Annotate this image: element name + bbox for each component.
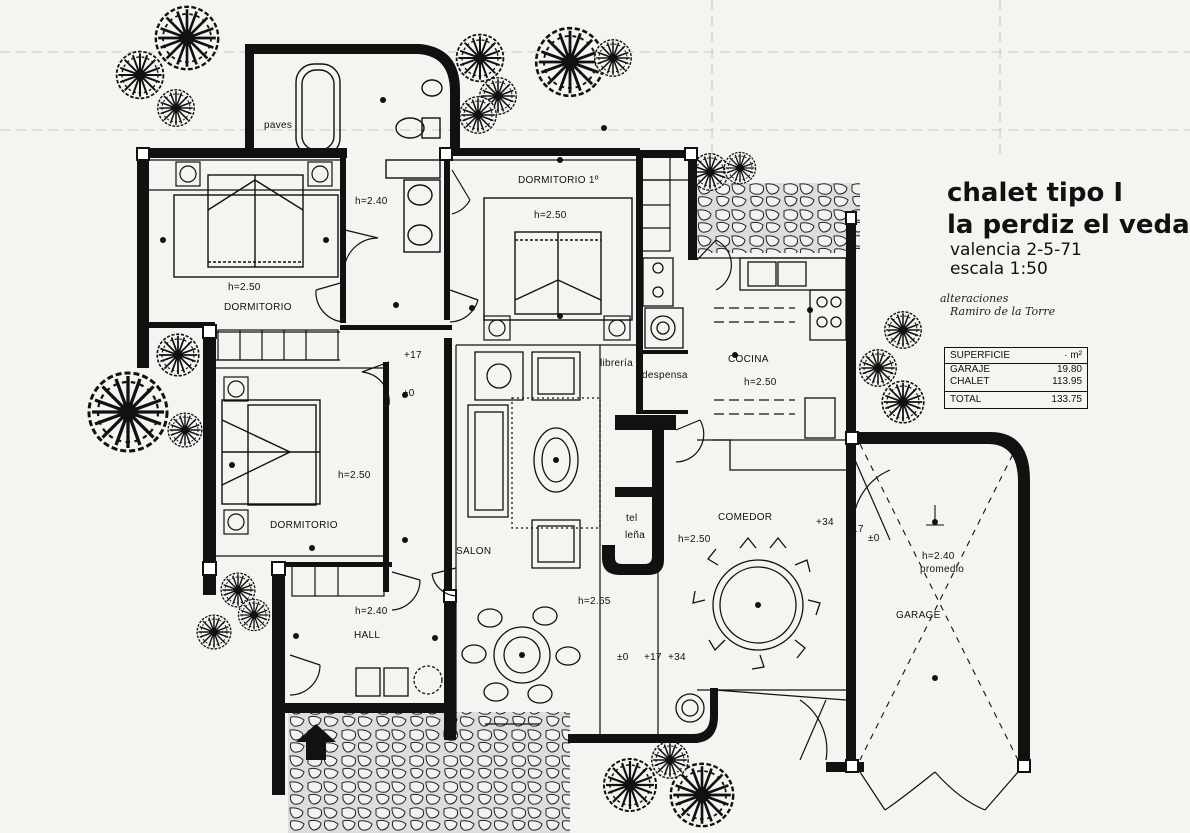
height-garage: h=2.40 (922, 551, 955, 562)
drawing-date: valencia 2-5-71 (950, 240, 1082, 260)
signature-line-2: Ramiro de la Torre (950, 305, 1056, 318)
level-garage-zero: ±0 (868, 533, 880, 544)
area-row-value: 19.80 (1056, 364, 1082, 375)
height-cocina: h=2.50 (744, 377, 777, 388)
level-hall-plus17: +17 (404, 350, 422, 361)
label-tel: tel (626, 513, 638, 524)
garage-lines (859, 443, 1019, 761)
height-hall: h=2.40 (355, 606, 388, 617)
height-salon: h=2.65 (578, 596, 611, 607)
area-row: GARAJE 19.80 (945, 364, 1087, 376)
entry-arrow-icon (296, 724, 336, 760)
area-row-label: CHALET (950, 376, 990, 387)
level-salon-plus17: +17 (644, 652, 662, 663)
label-promedio: promedio (920, 564, 965, 575)
doors (289, 169, 1019, 811)
area-total-label: TOTAL (950, 394, 982, 405)
label-libreria: librería (600, 358, 633, 369)
area-table-header: SUPERFICIE · m² (945, 348, 1087, 364)
room-label-dormitorio-1: DORMITORIO 1º (518, 175, 599, 186)
night-stands (175, 161, 631, 535)
columns (136, 147, 1031, 773)
salon-furniture (461, 351, 601, 725)
area-header-unit: · m² (1064, 350, 1082, 361)
level-hall-zero: ±0 (403, 388, 415, 399)
height-dormitorio-1: h=2.50 (534, 210, 567, 221)
dining-furniture (692, 536, 821, 670)
label-despensa: despensa (642, 370, 688, 381)
hall-furniture (355, 665, 705, 723)
room-label-dormitorio-bottom: DORMITORIO (270, 520, 338, 531)
room-label-comedor: COMEDOR (718, 512, 773, 523)
stone-paving (288, 183, 860, 833)
light-markers (160, 97, 938, 681)
area-row-label: GARAJE (950, 364, 991, 375)
area-total-row: TOTAL 133.75 (945, 391, 1087, 408)
wardrobes (217, 155, 671, 597)
room-label-hall: HALL (354, 630, 381, 641)
room-label-cocina: COCINA (728, 354, 769, 365)
area-row: CHALET 113.95 (945, 376, 1087, 388)
height-dormitorio-top: h=2.50 (228, 282, 261, 293)
kitchen-fixtures (642, 257, 847, 471)
label-paves: paves (264, 120, 293, 131)
level-salon-plus34: +34 (668, 652, 686, 663)
level-garage-plus17: +17 (846, 524, 864, 535)
bath-fixtures (295, 63, 443, 253)
drawing-title: chalet tipo I (947, 178, 1124, 208)
signature: alteraciones Ramiro de la Torre (940, 292, 1055, 318)
area-table: SUPERFICIE · m² GARAJE 19.80 CHALET 113.… (944, 347, 1088, 409)
area-header-label: SUPERFICIE (950, 350, 1011, 361)
room-label-salon: SALON (456, 546, 492, 557)
level-salon-zero: ±0 (617, 652, 629, 663)
drawing-location: la perdiz el veda (947, 210, 1190, 240)
height-bath: h=2.40 (355, 196, 388, 207)
room-label-garage: GARAGE (896, 610, 941, 621)
height-dormitorio-bottom: h=2.50 (338, 470, 371, 481)
area-total-value: 133.75 (1051, 394, 1082, 405)
drawing-scale: escala 1:50 (950, 259, 1048, 279)
area-row-value: 113.95 (1052, 376, 1082, 387)
label-lena: leña (625, 530, 646, 541)
height-comedor: h=2.50 (678, 534, 711, 545)
room-label-dormitorio-top: DORMITORIO (224, 302, 292, 313)
level-comedor-plus34: +34 (816, 517, 834, 528)
signature-line-1: alteraciones (940, 292, 1009, 305)
beds (173, 174, 633, 506)
